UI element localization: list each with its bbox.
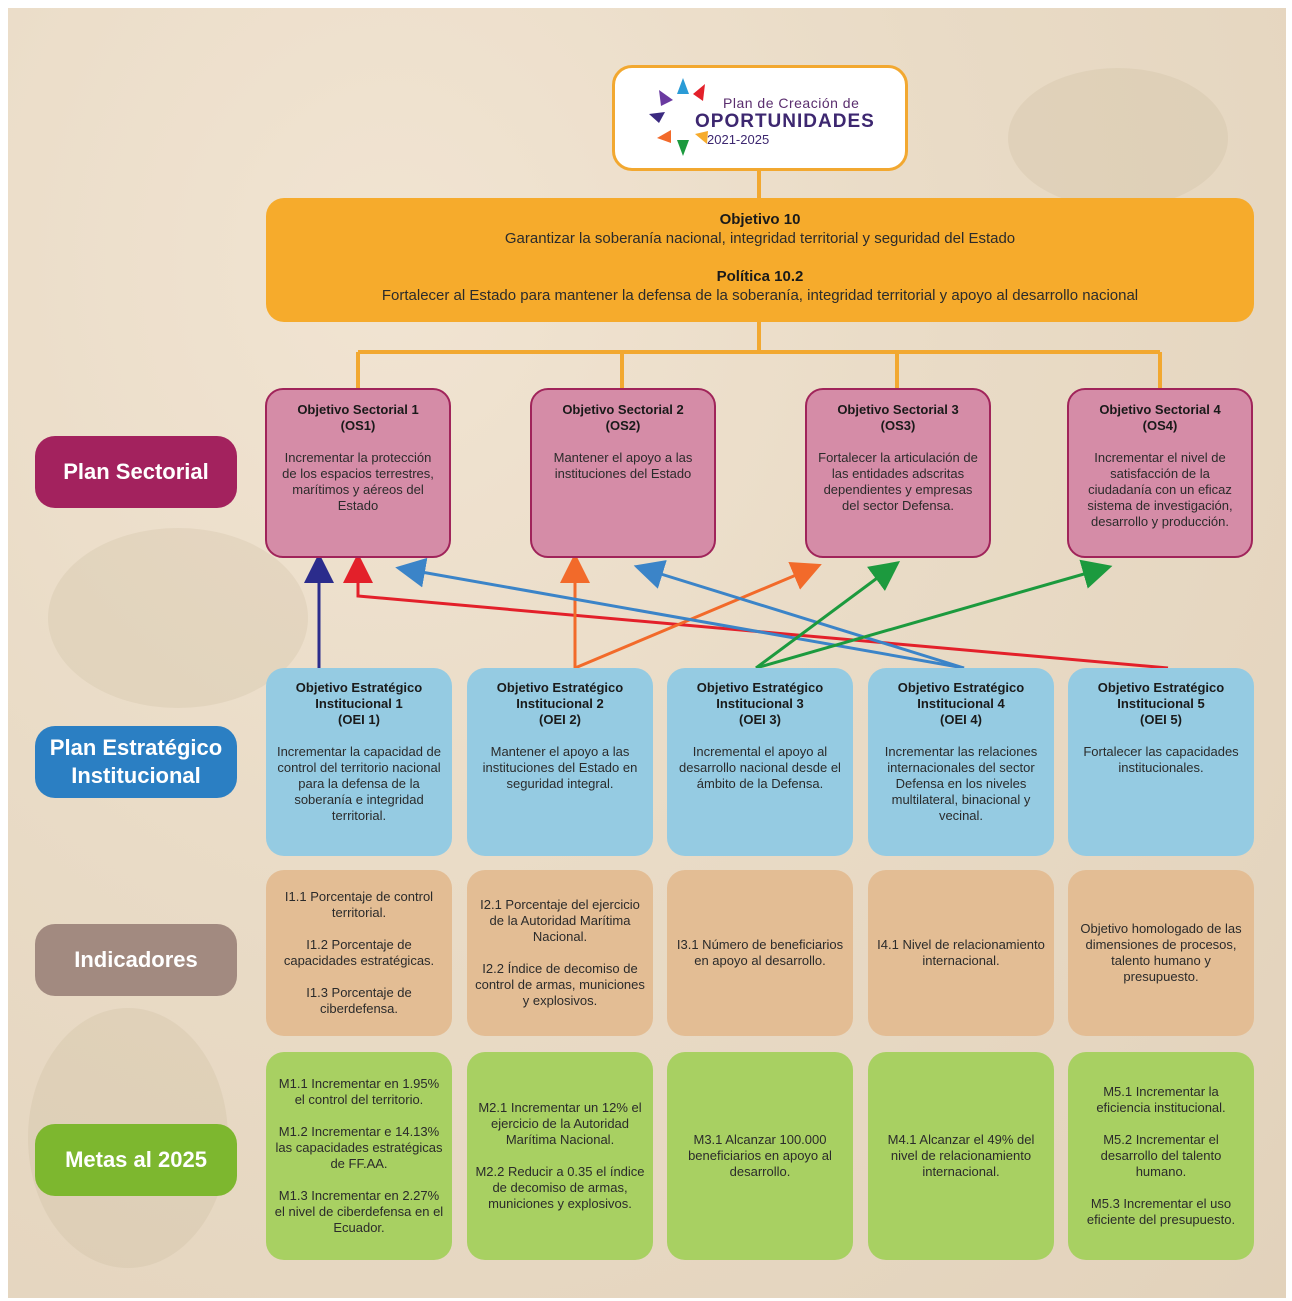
logo-line1: Plan de Creación de (723, 95, 860, 111)
label-plan-institucional: Plan Estratégico Institucional (35, 726, 237, 798)
indicador-item: I2.2 Índice de decomiso de control de ar… (475, 961, 645, 1008)
institucional-title: Objetivo Estratégico (295, 680, 423, 695)
objetivo-box: Objetivo 10 Garantizar la soberanía naci… (266, 198, 1254, 322)
sectorial-code: (OS3) (880, 418, 916, 433)
sectorial-box-3: Objetivo Sectorial 3 (OS3) Fortalecer la… (805, 388, 991, 558)
institucional-title: Objetivo Estratégico (696, 680, 824, 695)
indicador-item: I1.2 Porcentaje de capacidades estratégi… (283, 937, 435, 968)
meta-item: M5.1 Incrementar la eficiencia instituci… (1096, 1084, 1226, 1115)
sectorial-code: (OS4) (1142, 418, 1178, 433)
objetivo-title: Objetivo 10 (719, 211, 801, 228)
sectorial-title: Objetivo Sectorial 4 (1099, 402, 1221, 417)
institucional-text: Incrementar las relaciones internacional… (884, 744, 1038, 823)
indicador-item: Objetivo homologado de las dimensiones d… (1080, 921, 1242, 984)
logo-mark-icon (649, 78, 708, 156)
meta-item: M3.1 Alcanzar 100.000 beneficiarios en a… (688, 1132, 832, 1179)
meta-item: M1.1 Incrementar en 1.95% el control del… (278, 1076, 440, 1107)
institucional-box-5: Objetivo Estratégico Institucional 5 (OE… (1068, 668, 1254, 856)
sectorial-title: Objetivo Sectorial 1 (297, 402, 419, 417)
arrow-oei5-os1 (343, 553, 1169, 670)
politica-title: Política 10.2 (716, 268, 804, 285)
indicadores-box-3: I3.1 Número de beneficiarios en apoyo al… (667, 870, 853, 1036)
politica-text: Fortalecer al Estado para mantener la de… (381, 287, 1139, 304)
indicadores-box-5: Objetivo homologado de las dimensiones d… (1068, 870, 1254, 1036)
logo-line3: 2021-2025 (707, 132, 770, 147)
sectorial-text: Incrementar el nivel de satisfacción de … (1087, 450, 1233, 529)
paper-stain (1008, 68, 1228, 208)
institucional-text: Incremental el apoyo al desarrollo nacio… (679, 744, 841, 791)
sectorial-title: Objetivo Sectorial 2 (562, 402, 684, 417)
institucional-title: Institucional 3 (716, 696, 804, 711)
diagram-canvas: Plan de Creación de OPORTUNIDADES 2021-2… (8, 8, 1286, 1298)
meta-item: M4.1 Alcanzar el 49% del nivel de relaci… (887, 1132, 1035, 1179)
institucional-title: Objetivo Estratégico (496, 680, 624, 695)
institucional-title: Institucional 4 (917, 696, 1005, 711)
metas-box-1: M1.1 Incrementar en 1.95% el control del… (266, 1052, 452, 1260)
logo-line2: OPORTUNIDADES (695, 111, 875, 132)
sectorial-box-2: Objetivo Sectorial 2 (OS2) Mantener el a… (530, 388, 716, 558)
arrow-oei3-os3 (755, 561, 901, 670)
meta-item: M2.2 Reducir a 0.35 el índice de decomis… (475, 1164, 645, 1211)
indicadores-box-1: I1.1 Porcentaje de control territorial. … (266, 870, 452, 1036)
institucional-code: (OEI 1) (338, 712, 380, 727)
metas-box-4: M4.1 Alcanzar el 49% del nivel de relaci… (868, 1052, 1054, 1260)
arrow-oei3-os4 (755, 559, 1113, 670)
sectorial-text: Fortalecer la articulación de las entida… (818, 450, 978, 513)
label-plan-sectorial: Plan Sectorial (35, 436, 237, 508)
institucional-code: (OEI 2) (539, 712, 581, 727)
institucional-title: Institucional 2 (516, 696, 604, 711)
meta-item: M1.3 Incrementar en 2.27% el nivel de ci… (274, 1188, 444, 1235)
institucional-title: Institucional 1 (315, 696, 403, 711)
indicador-item: I4.1 Nivel de relacionamiento internacio… (877, 937, 1045, 968)
institucional-code: (OEI 5) (1140, 712, 1182, 727)
meta-item: M5.3 Incrementar el uso eficiente del pr… (1086, 1196, 1236, 1227)
institucional-code: (OEI 3) (739, 712, 781, 727)
label-indicadores: Indicadores (35, 924, 237, 996)
meta-item: M5.2 Incrementar el desarrollo del talen… (1100, 1132, 1222, 1179)
institucional-text: Incrementar la capacidad de control del … (276, 744, 442, 823)
sectorial-text: Incrementar la protección de los espacio… (282, 450, 434, 513)
sectorial-code: (OS2) (605, 418, 641, 433)
indicador-item: I1.3 Porcentaje de ciberdefensa. (306, 985, 412, 1016)
meta-item: M1.2 Incrementar e 14.13% las capacidade… (275, 1124, 443, 1171)
indicador-item: I3.1 Número de beneficiarios en apoyo al… (676, 937, 844, 968)
arrow-oei4-os1 (395, 557, 965, 670)
institucional-code: (OEI 4) (940, 712, 982, 727)
institucional-title: Objetivo Estratégico (897, 680, 1025, 695)
sectorial-title: Objetivo Sectorial 3 (837, 402, 959, 417)
sectorial-text: Mantener el apoyo a las instituciones de… (553, 450, 693, 481)
indicadores-box-2: I2.1 Porcentaje del ejercicio de la Auto… (467, 870, 653, 1036)
objetivo-text: Garantizar la soberanía nacional, integr… (504, 230, 1016, 247)
institucional-title: Institucional 5 (1117, 696, 1205, 711)
indicador-item: I2.1 Porcentaje del ejercicio de la Auto… (480, 897, 640, 944)
institucional-title: Objetivo Estratégico (1097, 680, 1225, 695)
sectorial-code: (OS1) (340, 418, 376, 433)
plan-logo: Plan de Creación de OPORTUNIDADES 2021-2… (612, 65, 908, 171)
paper-stain (48, 528, 308, 708)
meta-item: M2.1 Incrementar un 12% el ejercicio de … (478, 1100, 642, 1147)
metas-box-2: M2.1 Incrementar un 12% el ejercicio de … (467, 1052, 653, 1260)
indicador-item: I1.1 Porcentaje de control territorial. (284, 889, 434, 920)
arrow-oei4-os2 (633, 560, 965, 670)
institucional-box-2: Objetivo Estratégico Institucional 2 (OE… (467, 668, 653, 856)
institucional-box-4: Objetivo Estratégico Institucional 4 (OE… (868, 668, 1054, 856)
institucional-box-1: Objetivo Estratégico Institucional 1 (OE… (266, 668, 452, 856)
institucional-text: Fortalecer las capacidades institucional… (1083, 744, 1239, 775)
metas-box-5: M5.1 Incrementar la eficiencia instituci… (1068, 1052, 1254, 1260)
label-metas: Metas al 2025 (35, 1124, 237, 1196)
institucional-box-3: Objetivo Estratégico Institucional 3 (OE… (667, 668, 853, 856)
sectorial-box-1: Objetivo Sectorial 1 (OS1) Incrementar l… (265, 388, 451, 558)
connector-layer (304, 171, 1169, 670)
metas-box-3: M3.1 Alcanzar 100.000 beneficiarios en a… (667, 1052, 853, 1260)
institucional-text: Mantener el apoyo a las instituciones de… (482, 744, 638, 791)
sectorial-box-4: Objetivo Sectorial 4 (OS4) Incrementar e… (1067, 388, 1253, 558)
indicadores-box-4: I4.1 Nivel de relacionamiento internacio… (868, 870, 1054, 1036)
